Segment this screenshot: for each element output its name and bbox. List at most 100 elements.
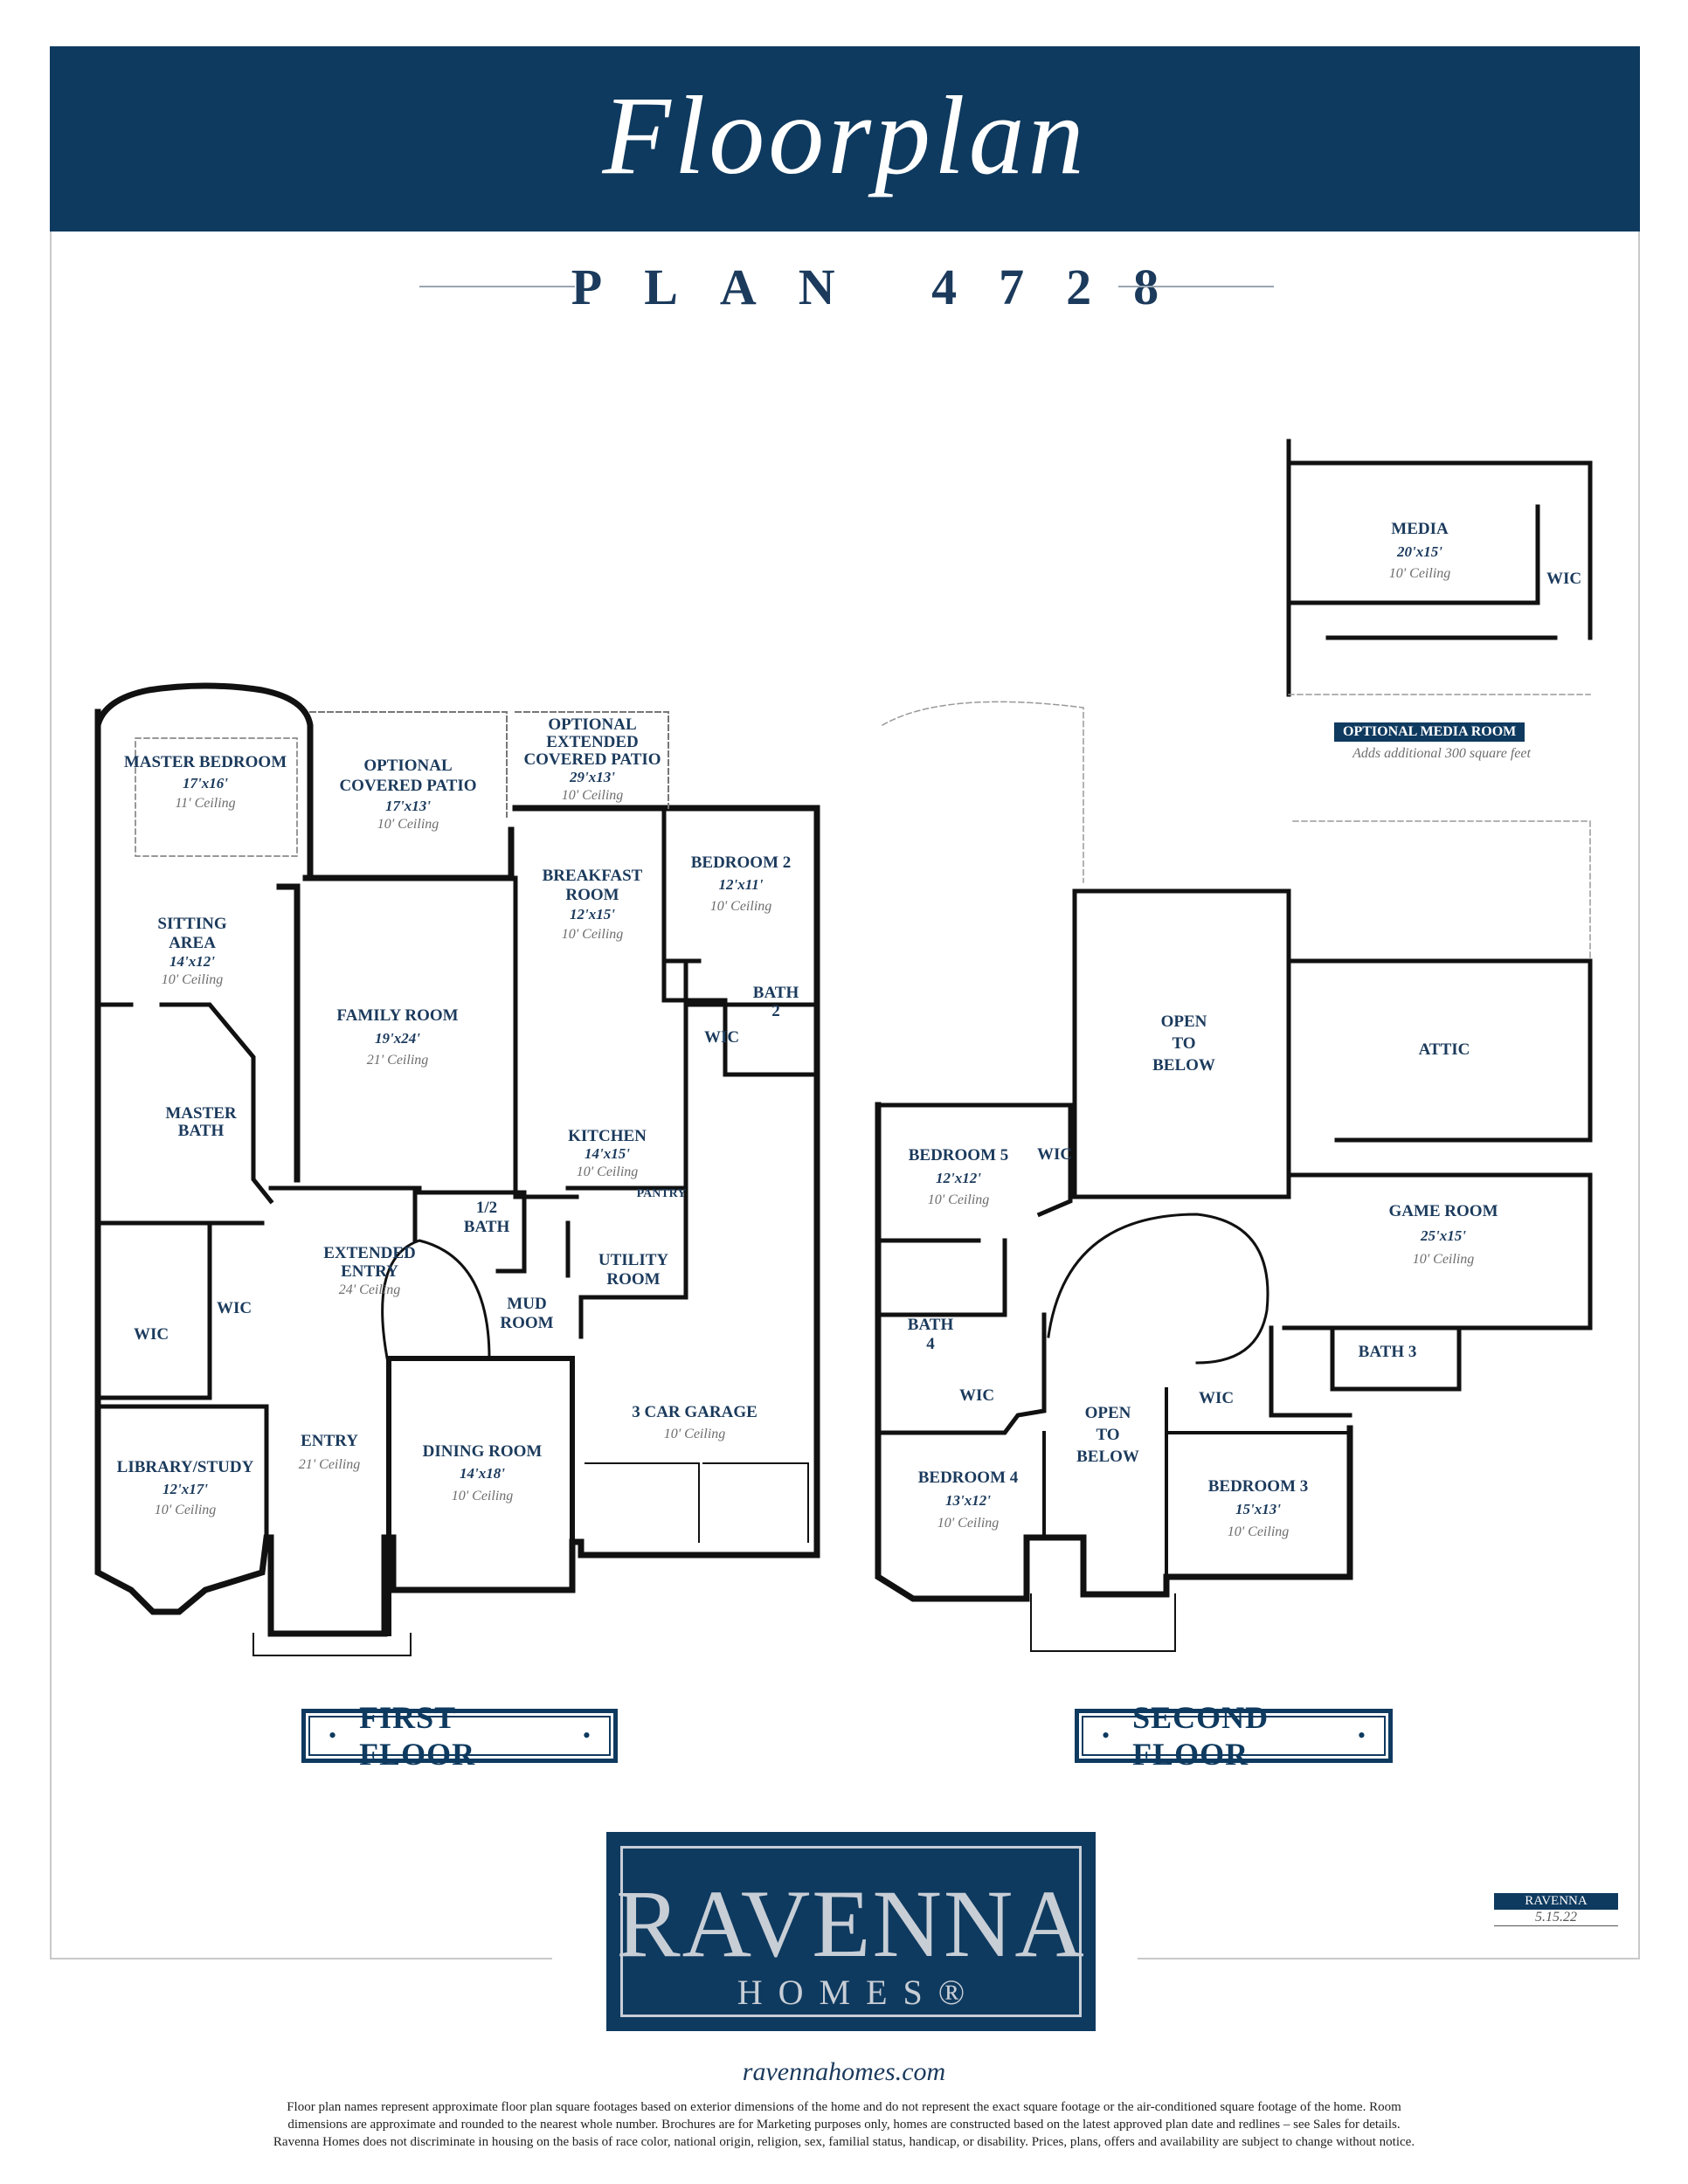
library-dim: 12'x17' <box>163 1481 208 1497</box>
disclaimer: Floor plan names represent approximate f… <box>131 2098 1557 2151</box>
family-west-wall <box>276 883 301 1183</box>
covered-patio-label-2: COVERED PATIO <box>339 777 476 795</box>
covered-patio-ceiling: 10' Ceiling <box>377 817 439 832</box>
garage-label: 3 CAR GARAGE <box>632 1403 758 1421</box>
game-room-ceiling: 10' Ceiling <box>1413 1252 1475 1267</box>
patio-dashed <box>309 711 669 818</box>
ext-entry-ceiling: 24' Ceiling <box>339 1282 401 1297</box>
title-banner: Floorplan <box>50 46 1640 232</box>
first-floor-label: FIRST FLOOR <box>359 1700 476 1772</box>
family-room-label: FAMILY ROOM <box>336 1006 458 1025</box>
dining-ceiling: 10' Ceiling <box>452 1489 514 1503</box>
bedroom5-dim: 12'x12' <box>936 1170 981 1186</box>
page-frame <box>50 46 1640 1959</box>
family-room-ceiling: 21' Ceiling <box>367 1053 429 1068</box>
ext-patio-label-2: EXTENDED <box>546 733 639 751</box>
disclaimer-line-2: dimensions are approximate and rounded t… <box>287 2118 1401 2132</box>
patio-wall <box>302 826 515 881</box>
bed3-walls <box>1165 1387 1352 1579</box>
optional-media-badge: OPTIONAL MEDIA ROOM <box>1334 722 1525 742</box>
sitting-label-2: AREA <box>169 934 216 952</box>
frame-bottom-right <box>1138 1958 1638 1959</box>
stamp-date: 5.15.22 <box>1494 1910 1618 1926</box>
bedroom5-ceiling: 10' Ceiling <box>928 1192 990 1207</box>
mud-label-2: ROOM <box>500 1314 553 1332</box>
breakfast-ceiling: 10' Ceiling <box>562 927 624 942</box>
master-bath-label-2: BATH <box>178 1122 225 1140</box>
master-bedroom-label: MASTER BEDROOM <box>124 753 287 771</box>
sitting-ceiling: 10' Ceiling <box>162 972 224 987</box>
logo-name: RAVENNA <box>616 1870 1086 1977</box>
library-wall <box>95 1404 269 1536</box>
half-bath-label-2: BATH <box>464 1218 510 1236</box>
ravenna-logo: RAVENNA HOMES® <box>606 1832 1096 2031</box>
open-below-2-l3: BELOW <box>1076 1448 1139 1466</box>
pantry-label: PANTRY <box>637 1187 687 1200</box>
stair-curve <box>381 1239 491 1369</box>
bullet-icon: • <box>1102 1723 1110 1748</box>
halfbath-walls <box>412 1190 527 1274</box>
upper-porch <box>1030 1593 1176 1652</box>
sitting-dim: 14'x12' <box>169 953 215 970</box>
utility-label-2: ROOM <box>606 1270 660 1289</box>
ext-patio-ceiling: 10' Ceiling <box>562 788 624 803</box>
attic-box <box>1290 958 1593 1143</box>
master-bay <box>94 682 314 877</box>
ext-entry-label-2: ENTRY <box>341 1262 398 1281</box>
covered-patio-label-1: OPTIONAL <box>363 757 452 775</box>
bedroom3-ceiling: 10' Ceiling <box>1228 1524 1290 1539</box>
dining-dim: 14'x18' <box>460 1465 505 1482</box>
garage-ceiling: 10' Ceiling <box>664 1427 726 1441</box>
dining-label: DINING ROOM <box>423 1442 543 1461</box>
second-floor-outline <box>875 1102 1353 1602</box>
sitting-wall <box>95 1002 274 1205</box>
half-bath-label-1: 1/2 <box>476 1199 497 1217</box>
plan-number: PLAN 4728 <box>571 259 1201 315</box>
upper-dashed <box>881 701 1591 962</box>
library-label: LIBRARY/STUDY <box>117 1458 254 1476</box>
open-below-2-l2: TO <box>1096 1426 1119 1444</box>
media-label: MEDIA <box>1391 520 1449 538</box>
bath-wall <box>95 1220 265 1400</box>
bedroom2-ceiling: 10' Ceiling <box>710 899 772 914</box>
plan-rule-right <box>1118 286 1274 287</box>
bedroom3-dim: 15'x13' <box>1235 1501 1281 1517</box>
media-box <box>1286 439 1593 697</box>
first-floor-outline <box>94 708 820 1637</box>
bedroom4-dim: 13'x12' <box>945 1492 991 1509</box>
bedroom3-label: BEDROOM 3 <box>1208 1477 1309 1496</box>
bed5-walls <box>875 1102 1073 1243</box>
wic-media-label: WIC <box>1546 570 1581 588</box>
media-ceiling: 10' Ceiling <box>1389 566 1451 581</box>
wic4-label: WIC <box>959 1386 994 1405</box>
garage-doors <box>585 1462 809 1543</box>
bedroom5-label: BEDROOM 5 <box>909 1146 1009 1165</box>
wic-bed2-label: WIC <box>704 1028 739 1047</box>
utility-walls <box>565 1185 688 1339</box>
website-link[interactable]: ravennahomes.com <box>742 2057 946 2086</box>
bath3-label: BATH 3 <box>1359 1343 1417 1361</box>
second-floor-label: SECOND FLOOR <box>1132 1700 1269 1772</box>
stamp-name: RAVENNA <box>1494 1893 1618 1910</box>
dining-walls <box>386 1356 575 1558</box>
stair-spiral <box>1047 1213 1269 1365</box>
master-bedroom-ceiling: 11' Ceiling <box>175 796 235 811</box>
plan-heading: PLAN 4728 <box>0 253 1688 323</box>
plan-rule-left <box>419 286 575 287</box>
wic5-label: WIC <box>1037 1145 1072 1164</box>
family-room-dim: 19'x24' <box>375 1030 420 1047</box>
library-ceiling: 10' Ceiling <box>155 1503 217 1517</box>
mud-label-1: MUD <box>507 1295 546 1313</box>
open-below-1-l1: OPEN <box>1161 1013 1207 1031</box>
kitchen-ceiling: 10' Ceiling <box>577 1165 639 1179</box>
frame-bottom-left <box>50 1958 552 1959</box>
game-room-dim: 25'x15' <box>1420 1227 1466 1244</box>
breakfast-wall <box>513 875 579 1199</box>
open-below-1-l2: TO <box>1172 1034 1195 1053</box>
bullet-icon: • <box>329 1723 337 1748</box>
utility-label-1: UTILITY <box>598 1251 669 1269</box>
kitchen-dim: 14'x15' <box>585 1145 630 1162</box>
game-room <box>1282 1172 1593 1330</box>
breakfast-label-1: BREAKFAST <box>543 867 643 885</box>
first-floor-badge: • FIRST FLOOR • <box>301 1700 618 1772</box>
